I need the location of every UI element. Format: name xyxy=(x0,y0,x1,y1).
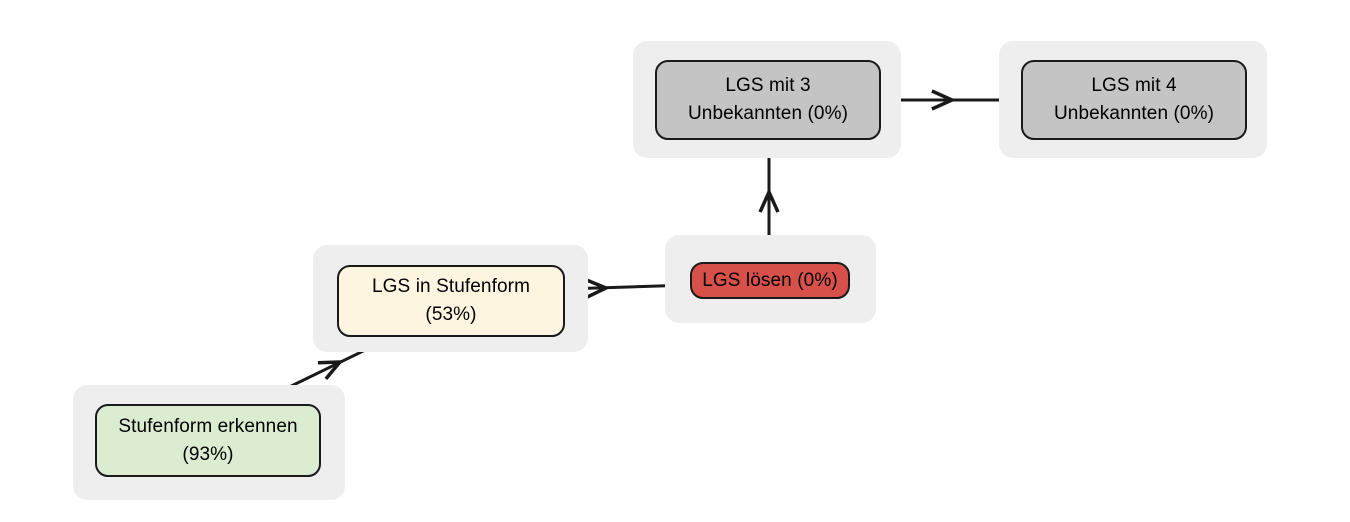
node-label-lgs-mit-4: LGS mit 4 Unbekannten (0%) xyxy=(1053,75,1215,124)
node-label-lgs-mit-3: LGS mit 3 Unbekannten (0%) xyxy=(687,75,849,124)
node-stufenform-erkennen[interactable]: Stufenform erkennen (93%) xyxy=(95,404,321,477)
node-label-lgs-loesen: LGS lösen (0%) xyxy=(702,269,838,291)
arrowhead-icon xyxy=(931,89,957,111)
node-lgs-loesen[interactable]: LGS lösen (0%) xyxy=(690,262,850,299)
arrowhead-icon xyxy=(317,360,344,380)
node-lgs-in-stufenform[interactable]: LGS in Stufenform (53%) xyxy=(337,265,565,337)
arrowhead-icon xyxy=(584,278,611,300)
node-lgs-mit-3[interactable]: LGS mit 3 Unbekannten (0%) xyxy=(655,60,881,140)
node-lgs-mit-4[interactable]: LGS mit 4 Unbekannten (0%) xyxy=(1021,60,1247,140)
node-label-stufenform-erkennen: Stufenform erkennen (93%) xyxy=(118,415,298,465)
arrowhead-icon xyxy=(758,187,780,213)
node-label-lgs-in-stufenform: LGS in Stufenform (53%) xyxy=(372,276,530,325)
